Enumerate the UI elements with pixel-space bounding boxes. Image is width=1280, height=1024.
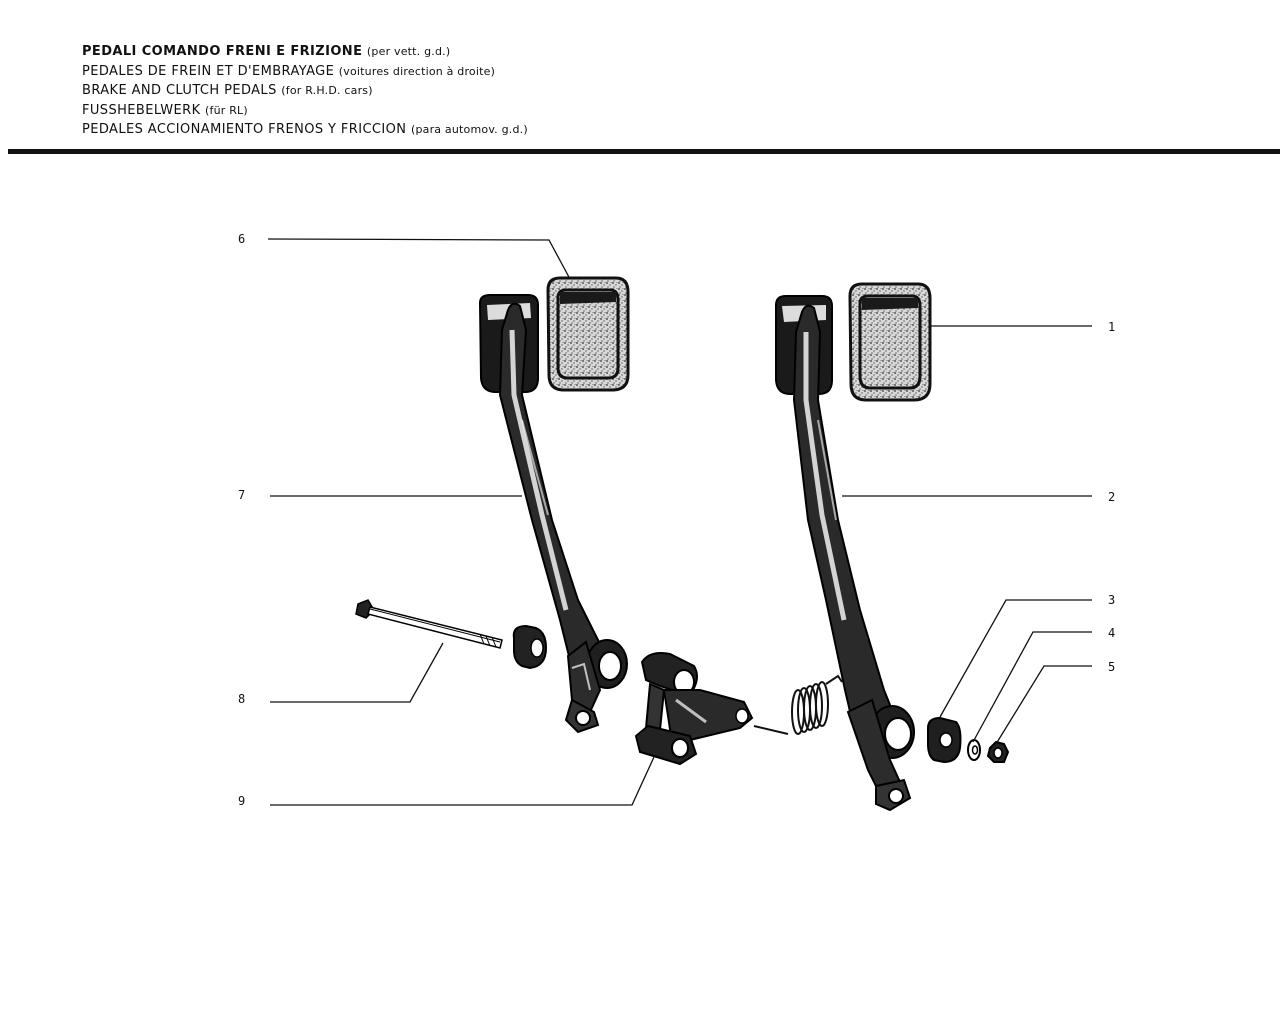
leader-lines [267, 238, 1092, 806]
return-spring [753, 674, 843, 735]
spacer [512, 624, 548, 670]
title-french: PEDALES DE FREIN ET D'EMBRAYAGE (voiture… [82, 63, 496, 79]
pedal-bracket [634, 652, 754, 766]
left-rubber-pad [546, 276, 630, 392]
title-english: BRAKE AND CLUTCH PEDALS (for R.H.D. cars… [82, 83, 373, 98]
right-pedal-arm [792, 304, 894, 722]
callout-5: 5 [1108, 660, 1115, 674]
callout-9: 9 [238, 794, 245, 808]
title-spanish: PEDALES ACCIONAMIENTO FRENOS Y FRICCION … [82, 122, 528, 137]
callout-2: 2 [1108, 490, 1115, 504]
callout-6: 6 [238, 232, 245, 246]
callout-numbers: 6 1 7 2 3 4 5 8 9 [238, 232, 1115, 808]
callout-7: 7 [238, 488, 245, 502]
left-pedal-assembly [478, 294, 628, 734]
header-titles: PEDALI COMANDO FRENI E FRIZIONE (per vet… [82, 42, 1182, 140]
callout-1: 1 [1108, 320, 1115, 334]
bushing [927, 716, 962, 764]
right-pedal-assembly [775, 295, 915, 812]
title-german: FUSSHEBELWERK (für RL) [82, 102, 248, 118]
callout-4: 4 [1108, 626, 1115, 640]
header-divider [8, 149, 1280, 154]
right-rubber-pad [848, 282, 932, 402]
title-italian: PEDALI COMANDO FRENI E FRIZIONE (per vet… [82, 44, 451, 59]
callout-3: 3 [1108, 593, 1115, 607]
callout-8: 8 [238, 692, 245, 706]
pivot-bolt [355, 599, 503, 649]
nut [986, 740, 1010, 763]
washer [967, 739, 981, 761]
